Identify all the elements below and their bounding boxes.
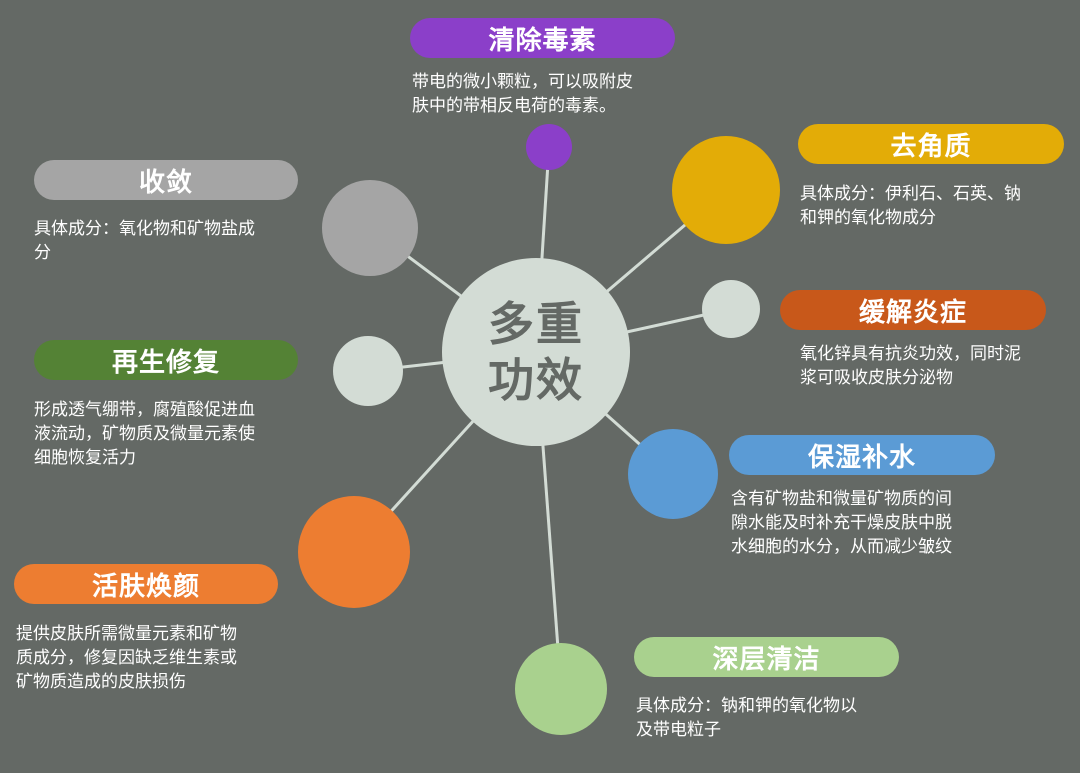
desc-line: 提供皮肤所需微量元素和矿物 [16,624,237,644]
desc-astringent: 具体成分：氧化物和矿物盐成 分 [34,217,309,265]
desc-line: 和钾的氧化物成分 [800,208,936,228]
node-circle-repair [333,336,403,406]
desc-line: 具体成分：伊利石、石英、钠 [800,184,1021,204]
desc-cleanse: 具体成分：钠和钾的氧化物以 及带电粒子 [636,694,911,742]
node-circle-detox [526,124,572,170]
desc-repair: 形成透气绷带，腐殖酸促进血 液流动，矿物质及微量元素使 细胞恢复活力 [34,398,309,470]
desc-line: 含有矿物盐和微量矿物质的间 [731,489,952,509]
desc-line: 隙水能及时补充干燥皮肤中脱 [731,513,952,533]
label-detox: 清除毒素 [410,18,675,58]
node-circle-cleanse [515,643,607,735]
desc-revitalize: 提供皮肤所需微量元素和矿物 质成分，修复因缺乏维生素或 矿物质造成的皮肤损伤 [16,622,291,694]
label-exfoliate-text: 去角质 [890,131,972,162]
desc-soothe: 氧化锌具有抗炎功效，同时泥 浆可吸收皮肤分泌物 [800,342,1075,390]
desc-exfoliate: 具体成分：伊利石、石英、钠 和钾的氧化物成分 [800,182,1075,230]
desc-line: 细胞恢复活力 [34,448,136,468]
label-revitalize-text: 活肤焕颜 [91,571,200,602]
label-repair-text: 再生修复 [111,347,220,378]
desc-hydrate: 含有矿物盐和微量矿物质的间 隙水能及时补充干燥皮肤中脱 水细胞的水分，从而减少皱… [731,487,1006,559]
label-hydrate-text: 保湿补水 [807,442,916,473]
desc-line: 矿物质造成的皮肤损伤 [16,672,186,692]
desc-line: 液流动，矿物质及微量元素使 [34,424,255,444]
center-node: 多重 功效 [442,258,630,446]
node-circle-soothe [702,280,760,338]
desc-line: 具体成分：钠和钾的氧化物以 [636,696,857,716]
desc-line: 分 [34,243,51,263]
desc-line: 带电的微小颗粒，可以吸附皮 [412,72,633,92]
desc-line: 质成分，修复因缺乏维生素或 [16,648,237,668]
label-cleanse: 深层清洁 [634,637,899,677]
label-hydrate: 保湿补水 [729,435,995,475]
desc-line: 氧化锌具有抗炎功效，同时泥 [800,344,1021,364]
desc-line: 浆可吸收皮肤分泌物 [800,368,953,388]
label-exfoliate: 去角质 [798,124,1064,164]
label-soothe: 缓解炎症 [780,290,1046,330]
label-detox-text: 清除毒素 [488,25,597,56]
center-title-line1: 多重 [488,297,584,351]
label-repair: 再生修复 [34,340,298,380]
desc-line: 具体成分：氧化物和矿物盐成 [34,219,255,239]
node-circle-revitalize [298,496,410,608]
desc-line: 水细胞的水分，从而减少皱纹 [731,537,952,557]
label-soothe-text: 缓解炎症 [858,297,967,328]
desc-line: 肤中的带相反电荷的毒素。 [412,96,616,116]
label-revitalize: 活肤焕颜 [14,564,278,604]
desc-line: 及带电粒子 [636,720,721,740]
label-astringent-text: 收敛 [138,167,193,198]
center-title-line2: 功效 [488,353,584,407]
label-astringent: 收敛 [34,160,298,200]
node-circle-astringent [322,180,418,276]
desc-detox: 带电的微小颗粒，可以吸附皮 肤中的带相反电荷的毒素。 [412,70,682,118]
node-circle-exfoliate [672,136,780,244]
node-circle-hydrate [628,429,718,519]
label-cleanse-text: 深层清洁 [712,644,821,675]
desc-line: 形成透气绷带，腐殖酸促进血 [34,400,255,420]
